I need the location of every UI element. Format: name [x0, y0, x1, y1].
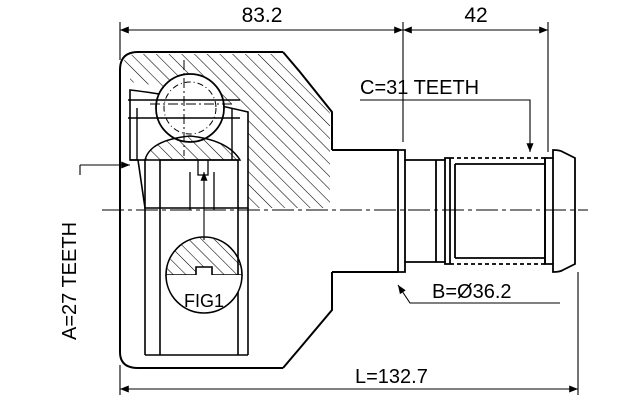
- cage-lines: [128, 99, 240, 160]
- outer-teeth-label: C=31 TEETH: [360, 77, 479, 99]
- fig1-label: FIG1: [184, 291, 224, 311]
- ball-element: [150, 60, 232, 156]
- housing-hatch-upper: [122, 54, 330, 208]
- inner-race-hatch: [144, 135, 242, 161]
- total-length-label: L=132.7: [355, 366, 428, 388]
- shaft: [397, 149, 576, 273]
- housing-outline: [119, 51, 398, 369]
- inner-teeth-label: A=27 TEETH: [59, 222, 81, 340]
- shaft-diameter-label: B=Ø36.2: [432, 281, 512, 303]
- dim-body-length: 83.2: [242, 4, 283, 27]
- dimension-lines: [79, 22, 579, 395]
- body-verticals: [130, 159, 249, 356]
- dim-shaft-length: 42: [464, 4, 487, 27]
